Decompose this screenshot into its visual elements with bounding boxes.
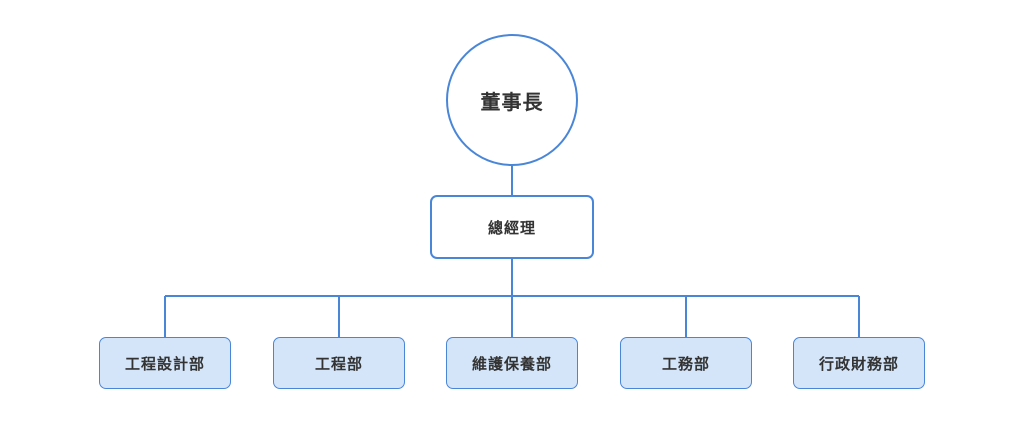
node-dept-label: 工程設計部 <box>124 354 205 373</box>
node-dept-works: 工務部 <box>620 337 752 389</box>
node-chairman-label: 董事長 <box>480 89 544 114</box>
node-dept-admin-finance: 行政財務部 <box>793 337 925 389</box>
node-dept-maintenance: 維護保養部 <box>446 337 578 389</box>
node-dept-label: 工程部 <box>314 354 363 373</box>
node-general-manager: 總經理 <box>430 195 594 259</box>
node-dept-label: 行政財務部 <box>818 354 899 373</box>
node-general-manager-label: 總經理 <box>487 218 536 237</box>
node-dept-label: 維護保養部 <box>471 354 552 373</box>
node-dept-label: 工務部 <box>661 354 710 373</box>
node-chairman: 董事長 <box>446 34 578 166</box>
node-dept-engineering-design: 工程設計部 <box>99 337 231 389</box>
node-dept-engineering: 工程部 <box>273 337 405 389</box>
